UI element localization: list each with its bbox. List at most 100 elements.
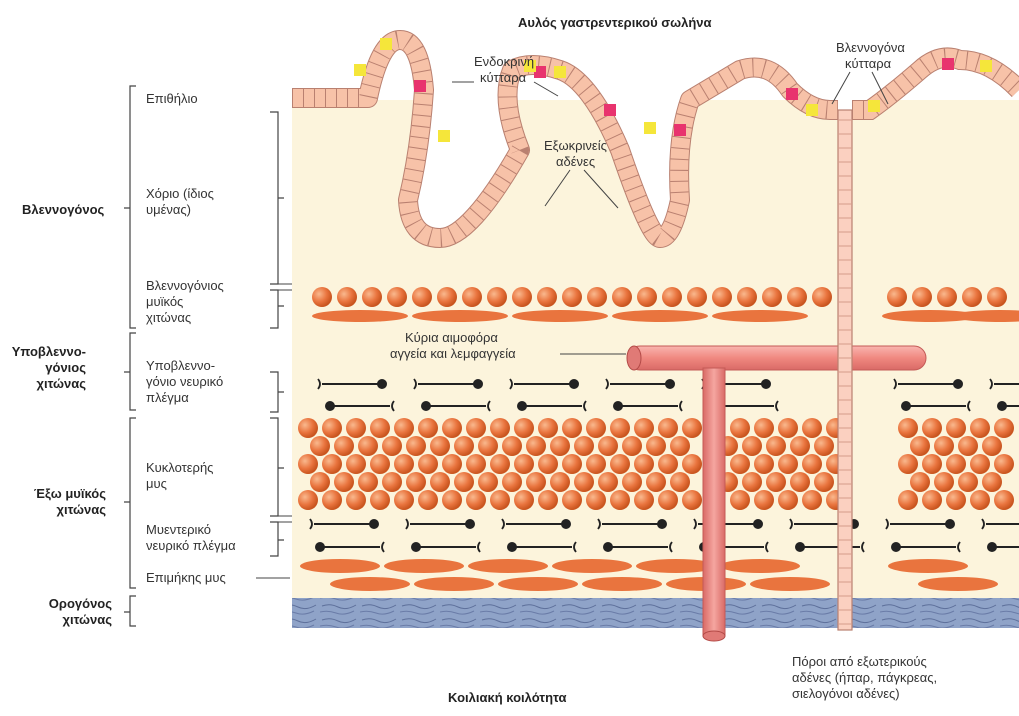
muscle-cell bbox=[730, 454, 750, 474]
muscle-cell bbox=[514, 490, 534, 510]
muscle-cell bbox=[958, 436, 978, 456]
label-submucosa-3: χιτώνας bbox=[37, 376, 87, 391]
muscle-cell bbox=[658, 490, 678, 510]
muscle-cell bbox=[634, 418, 654, 438]
muscle-cell bbox=[922, 454, 942, 474]
label-myenteric-plexus-2: νευρικό πλέγμα bbox=[146, 538, 236, 553]
muscle-cell bbox=[994, 490, 1014, 510]
muscle-cell bbox=[898, 490, 918, 510]
nerve-cell-body bbox=[465, 519, 475, 529]
muscle-cell bbox=[430, 472, 450, 492]
muscle-cell bbox=[550, 436, 570, 456]
muscle-cell bbox=[670, 472, 690, 492]
muscle-cell bbox=[466, 418, 486, 438]
muscle-cell bbox=[612, 287, 632, 307]
nerve-cell-body bbox=[761, 379, 771, 389]
muscle-fiber bbox=[300, 559, 380, 573]
muscle-cell bbox=[334, 472, 354, 492]
muscle-cell bbox=[310, 436, 330, 456]
label-myenteric-plexus-1: Μυεντερικό bbox=[146, 522, 211, 537]
mucous-cell bbox=[380, 38, 392, 50]
muscle-cell bbox=[970, 418, 990, 438]
muscle-cell bbox=[742, 436, 762, 456]
nerve-cell-body bbox=[507, 542, 517, 552]
callout-vessels-2: αγγεία και λεμφαγγεία bbox=[390, 346, 516, 361]
muscle-cell bbox=[712, 287, 732, 307]
muscle-cell bbox=[418, 418, 438, 438]
muscle-cell bbox=[406, 436, 426, 456]
muscle-cell bbox=[982, 436, 1002, 456]
muscle-cell bbox=[778, 454, 798, 474]
muscle-fiber bbox=[312, 310, 408, 322]
muscle-cell bbox=[312, 287, 332, 307]
muscle-cell bbox=[802, 454, 822, 474]
muscle-cell bbox=[912, 287, 932, 307]
muscle-cell bbox=[526, 436, 546, 456]
muscle-cell bbox=[634, 454, 654, 474]
muscle-cell bbox=[550, 472, 570, 492]
nerve-cell-body bbox=[657, 519, 667, 529]
nerve-cell-body bbox=[997, 401, 1007, 411]
muscle-cell bbox=[610, 454, 630, 474]
nerve-cell-body bbox=[561, 519, 571, 529]
callout-exocrine-1: Εξωκρινείς bbox=[544, 138, 607, 153]
muscle-cell bbox=[682, 418, 702, 438]
muscle-cell bbox=[982, 472, 1002, 492]
muscle-cell bbox=[946, 454, 966, 474]
label-lamina-propria-1: Χόριο (ίδιος bbox=[146, 186, 214, 201]
callout-endocrine-1: Ενδοκρινή bbox=[474, 54, 534, 69]
muscle-cell bbox=[437, 287, 457, 307]
muscle-cell bbox=[737, 287, 757, 307]
muscle-cell bbox=[754, 454, 774, 474]
muscle-cell bbox=[958, 472, 978, 492]
muscle-cell bbox=[962, 287, 982, 307]
muscle-cell bbox=[790, 472, 810, 492]
label-serosa-2: χιτώνας bbox=[63, 612, 113, 627]
muscle-cell bbox=[814, 472, 834, 492]
nerve-cell-body bbox=[795, 542, 805, 552]
ducts-label-2: αδένες (ήπαρ, πάγκρεας, bbox=[792, 670, 937, 685]
nerve-cell-body bbox=[891, 542, 901, 552]
muscle-cell bbox=[662, 287, 682, 307]
label-serosa-1: Ορογόνος bbox=[49, 596, 112, 611]
muscle-cell bbox=[310, 472, 330, 492]
muscle-cell bbox=[562, 454, 582, 474]
muscle-cell bbox=[382, 436, 402, 456]
muscle-cell bbox=[346, 490, 366, 510]
label-submucosal-plexus-1: Υποβλεννο- bbox=[146, 358, 215, 373]
muscle-cell bbox=[526, 472, 546, 492]
muscle-cell bbox=[406, 472, 426, 492]
mucous-cell bbox=[868, 100, 880, 112]
muscle-cell bbox=[514, 454, 534, 474]
muscle-cell bbox=[394, 454, 414, 474]
muscle-cell bbox=[462, 287, 482, 307]
muscle-fiber bbox=[512, 310, 608, 322]
mucous-cell bbox=[980, 60, 992, 72]
nerve-cell-body bbox=[411, 542, 421, 552]
callout-mucous-2: κύτταρα bbox=[845, 56, 892, 71]
label-muscularis-1: Έξω μυϊκός bbox=[34, 486, 106, 501]
top-title: Αυλός γαστρεντερικού σωλήνα bbox=[518, 15, 712, 30]
muscle-cell bbox=[598, 472, 618, 492]
muscle-cell bbox=[454, 436, 474, 456]
mucous-cell bbox=[644, 122, 656, 134]
muscle-cell bbox=[358, 436, 378, 456]
muscle-cell bbox=[922, 418, 942, 438]
label-lamina-propria-2: υμένας) bbox=[146, 202, 191, 217]
muscle-cell bbox=[538, 418, 558, 438]
nerve-cell-body bbox=[315, 542, 325, 552]
muscle-cell bbox=[658, 418, 678, 438]
muscle-cell bbox=[898, 418, 918, 438]
muscle-cell bbox=[670, 436, 690, 456]
muscle-cell bbox=[512, 287, 532, 307]
muscle-cell bbox=[658, 454, 678, 474]
muscle-cell bbox=[910, 436, 930, 456]
endocrine-cell bbox=[786, 88, 798, 100]
nerve-cell-body bbox=[569, 379, 579, 389]
muscle-cell bbox=[514, 418, 534, 438]
muscle-cell bbox=[682, 490, 702, 510]
nerve-cell-body bbox=[517, 401, 527, 411]
mucous-cell bbox=[354, 64, 366, 76]
muscle-cell bbox=[370, 490, 390, 510]
nerve-cell-body bbox=[613, 401, 623, 411]
